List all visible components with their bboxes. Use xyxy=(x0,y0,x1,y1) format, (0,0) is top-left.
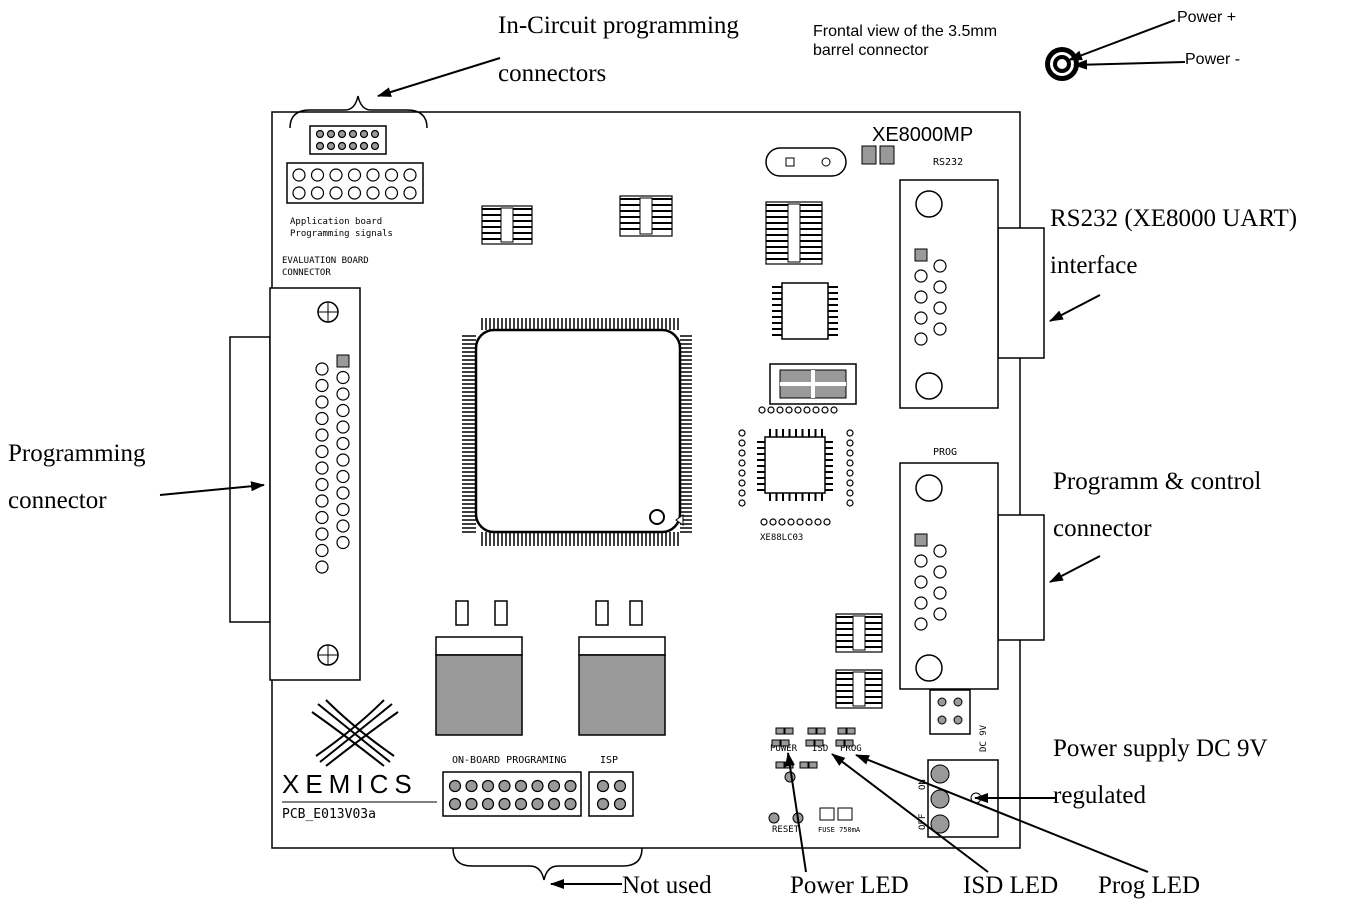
bottom-brace xyxy=(452,847,643,881)
isp-header xyxy=(588,771,634,817)
u6-test-pads xyxy=(738,429,854,526)
qfp-pins xyxy=(462,318,692,546)
onboard-prog-pins xyxy=(448,779,577,811)
power-minus-label: Power - xyxy=(1185,51,1241,68)
power-silk: POWER xyxy=(770,744,798,754)
prog-db9-pins xyxy=(914,533,947,631)
arrow-power-led xyxy=(785,752,807,873)
eval-board-silk: EVALUATION BOARD xyxy=(282,256,369,266)
dc9v-silk: DC 9V xyxy=(979,724,989,752)
k7-pins xyxy=(315,129,380,151)
prog-silk: PROG xyxy=(933,447,957,458)
xemics-logo xyxy=(311,699,399,767)
not-used-label: Not used xyxy=(622,872,712,899)
programm-control-label-1: Programm & control xyxy=(1053,468,1262,495)
small-ics xyxy=(481,195,883,709)
rs232-label-1: RS232 (XE8000 UART) xyxy=(1050,205,1298,232)
in-circuit-label-2: connectors xyxy=(498,60,607,87)
power-jumper xyxy=(929,689,971,735)
fuse-silk: FUSE 750mA xyxy=(818,826,861,834)
rs232-silk: RS232 xyxy=(933,157,963,168)
programming-label-1: Programming xyxy=(8,440,146,467)
arrow-programm-control xyxy=(1049,555,1101,583)
prog-signals-silk: Programming signals xyxy=(290,229,393,239)
app-board-silk: Application board xyxy=(290,217,382,227)
arrow-power-minus xyxy=(1073,59,1186,70)
programm-control-label-2: connector xyxy=(1053,515,1152,542)
pcb-id-silk: PCB_E013V03a xyxy=(282,807,376,822)
arrow-prog-led xyxy=(855,754,1149,873)
in-circuit-label-1: In-Circuit programming xyxy=(498,12,739,39)
barrel-caption-1: Frontal view of the 3.5mm xyxy=(813,23,998,40)
arrow-power-plus xyxy=(1068,19,1176,61)
power-led-label: Power LED xyxy=(790,872,909,899)
rs232-db9-pins xyxy=(914,248,947,346)
db25-pins xyxy=(315,354,350,574)
reset-silk: RESET xyxy=(772,825,800,835)
u9-test-pads xyxy=(758,406,838,414)
arrow-isd-led xyxy=(831,753,989,873)
isp-pins xyxy=(596,779,627,811)
top-brace xyxy=(289,95,428,129)
db25-screw-bottom xyxy=(317,644,339,666)
rs232-db9-shell xyxy=(997,227,1045,359)
board-title: XE8000MP xyxy=(872,124,973,146)
regulator-right xyxy=(578,600,666,736)
prog-led-label: Prog LED xyxy=(1098,872,1201,899)
power-supply-label-2: regulated xyxy=(1053,782,1147,809)
on-silk: ON xyxy=(918,779,928,790)
regulator-left xyxy=(435,600,523,736)
barrel-connector-icon xyxy=(1045,47,1079,81)
db25-screw-top xyxy=(317,301,339,323)
barrel-caption-2: barrel connector xyxy=(813,42,929,59)
k11-pins xyxy=(292,168,417,200)
power-plus-label: Power + xyxy=(1177,9,1237,26)
onboard-prog-header xyxy=(442,771,582,817)
arrow-in-circuit xyxy=(377,57,501,97)
main-chip xyxy=(474,328,682,534)
eval-connector-silk: CONNECTOR xyxy=(282,268,331,278)
isp-silk: ISP xyxy=(600,755,618,766)
prog-led-silk: PROG xyxy=(840,744,862,754)
arrow-rs232 xyxy=(1049,294,1101,322)
isd-led-label: ISD LED xyxy=(963,872,1059,899)
u13-pins xyxy=(772,286,838,336)
arrow-programming xyxy=(159,481,265,496)
isd-silk: ISD xyxy=(812,744,828,754)
xemics-logo-text: XEMICS xyxy=(282,769,418,799)
crystal xyxy=(765,147,847,177)
prog-db9-body xyxy=(899,462,999,690)
prog-db9-shell xyxy=(997,514,1045,641)
onboard-silk: ON-BOARD PROGRAMING xyxy=(452,755,566,766)
xe88-silk: XE88LC03 xyxy=(760,533,803,543)
db25-body xyxy=(269,287,361,681)
programming-label-2: connector xyxy=(8,487,107,514)
u6-pins xyxy=(757,429,833,501)
u13-chip xyxy=(781,282,829,340)
rs232-label-2: interface xyxy=(1050,252,1138,279)
power-supply-label-1: Power supply DC 9V xyxy=(1053,735,1268,762)
u6-chip xyxy=(764,436,826,494)
rs232-db9-body xyxy=(899,179,999,409)
db25-shell-left xyxy=(229,336,271,623)
main-chip-pin1-dot xyxy=(649,509,665,525)
